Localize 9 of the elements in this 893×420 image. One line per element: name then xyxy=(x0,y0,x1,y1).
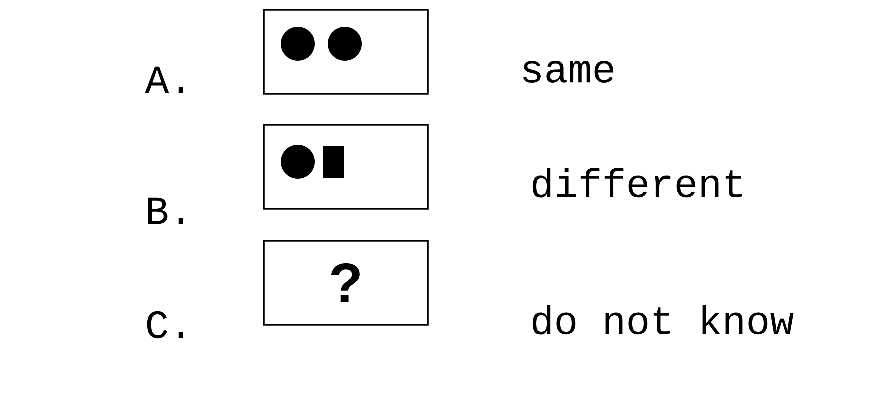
letter-label: C. xyxy=(147,311,184,339)
answer-label: do not know xyxy=(532,305,794,335)
empty-box xyxy=(263,9,429,95)
answer-label: same xyxy=(523,61,614,83)
empty-box xyxy=(263,124,429,210)
letter-label: B. xyxy=(148,198,184,224)
answer-label: different xyxy=(532,168,742,198)
text-box: ? xyxy=(263,240,429,326)
letter-label: A. xyxy=(145,66,184,94)
